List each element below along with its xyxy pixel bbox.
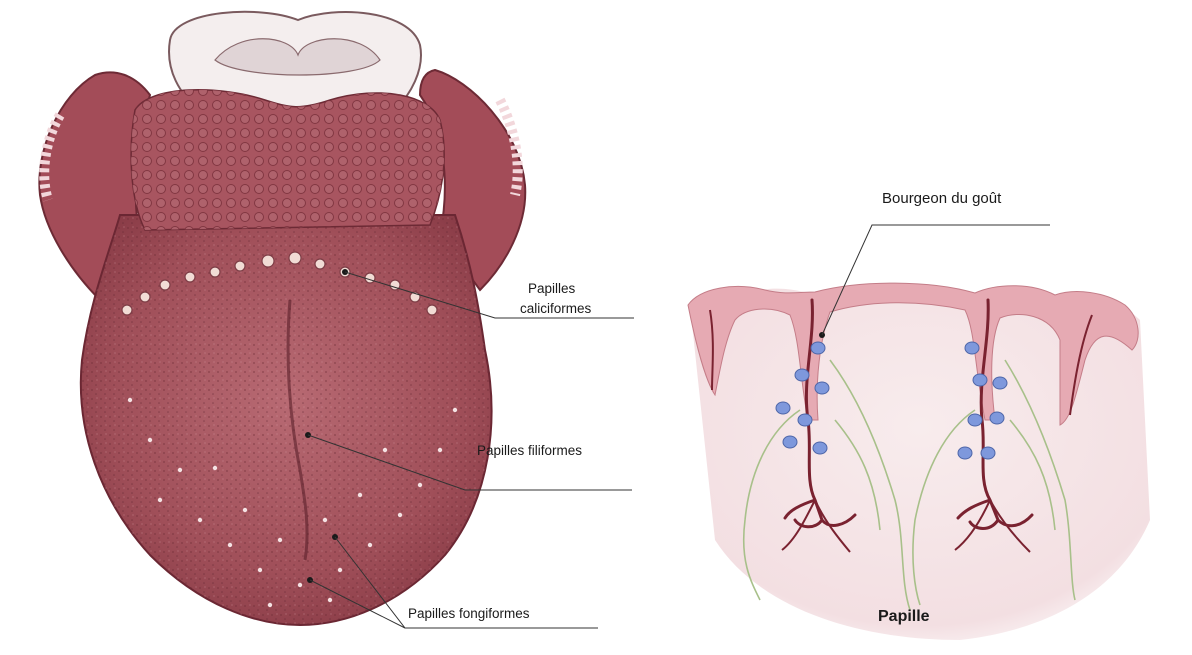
papilla-section-illustration: [688, 225, 1150, 640]
label-bourgeon-du-gout: Bourgeon du goût: [882, 190, 1001, 207]
label-papilles-caliciformes-2: caliciformes: [520, 300, 591, 317]
label-papilles-fongiformes: Papilles fongiformes: [408, 605, 530, 622]
label-papilles-filiformes: Papilles filiformes: [477, 442, 582, 459]
label-papilles-caliciformes-1: Papilles: [528, 280, 575, 297]
label-papille: Papille: [878, 608, 930, 625]
tongue-illustration: [39, 12, 525, 625]
